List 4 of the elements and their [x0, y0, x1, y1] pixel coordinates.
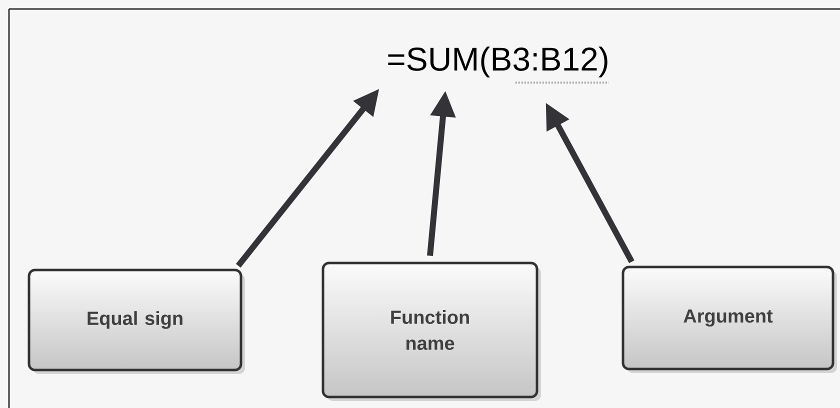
label-box: Function name	[322, 262, 541, 401]
label-box: Equal sign	[28, 268, 245, 374]
label-box: Argument	[622, 266, 837, 373]
formula-text: =SUM(B3:B12)	[388, 46, 608, 78]
